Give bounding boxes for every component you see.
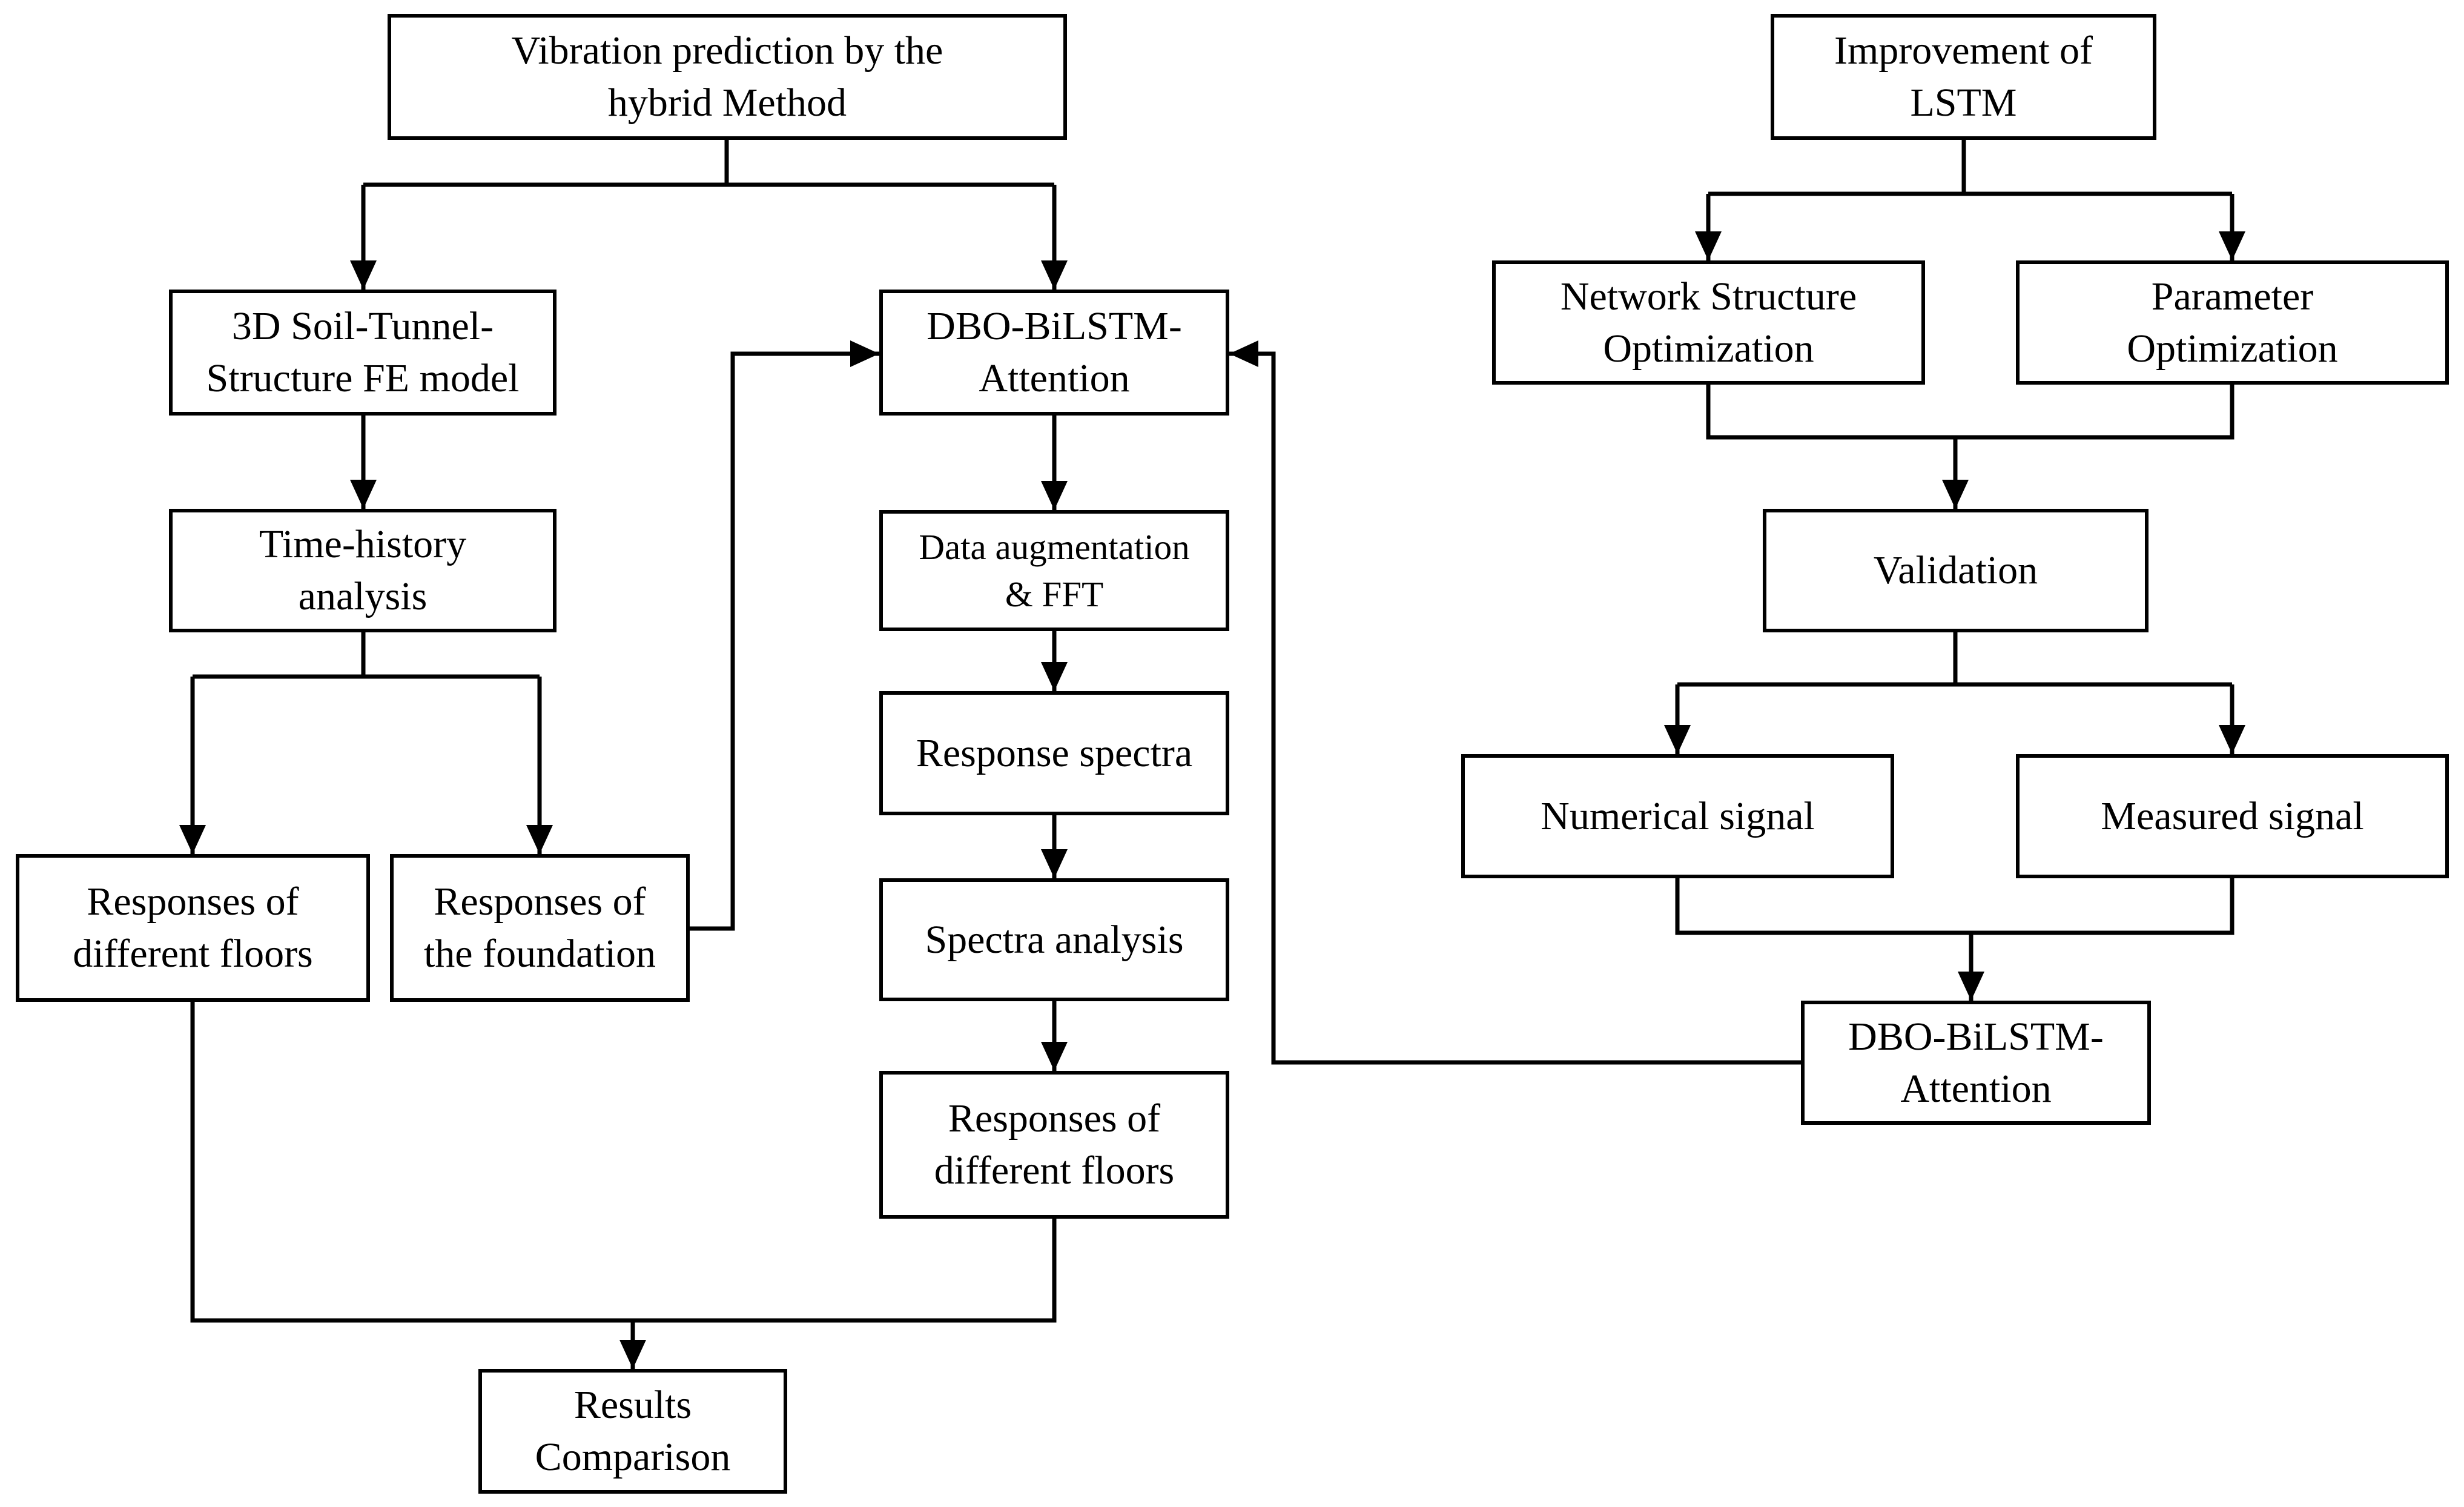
node-spectra-analysis: Spectra analysis <box>879 878 1229 1001</box>
node-measured-signal: Measured signal <box>2016 754 2449 878</box>
edge-left-floors-down <box>190 1002 1057 1323</box>
edge-signal-join <box>1675 878 2234 935</box>
node-fe-model: 3D Soil-Tunnel-Structure FE model <box>169 290 557 416</box>
node-data-augmentation: Data augmentation& FFT <box>879 510 1229 631</box>
edge-found-to-dbo <box>690 340 879 931</box>
edge-opt-join <box>1706 385 2234 440</box>
node-dbo-bilstm-attention-main: DBO-BiLSTM-Attention <box>879 290 1229 416</box>
edge-dbo-right-to-main <box>1229 340 1801 1065</box>
node-validation: Validation <box>1763 509 2149 632</box>
node-numerical-signal: Numerical signal <box>1461 754 1894 878</box>
node-dbo-bilstm-attention-right: DBO-BiLSTM-Attention <box>1801 1001 2151 1125</box>
node-response-spectra: Response spectra <box>879 691 1229 815</box>
